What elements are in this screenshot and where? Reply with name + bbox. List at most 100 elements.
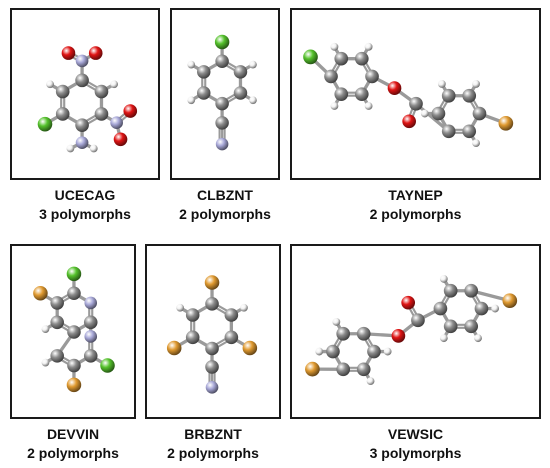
chlorine-atom	[303, 49, 318, 65]
carbon-atom	[336, 326, 351, 341]
hydrogen-atom	[240, 303, 248, 312]
hydrogen-atom	[420, 109, 429, 118]
molecule-taynep	[303, 42, 514, 148]
molecule-clbznt	[187, 34, 257, 151]
carbon-atom	[75, 73, 89, 88]
carbon-atom	[431, 106, 446, 121]
carbon-atom	[224, 308, 239, 322]
bromine-atom	[502, 293, 518, 309]
carbon-atom	[334, 87, 349, 102]
carbon-atom	[367, 344, 381, 359]
carbon-atom	[94, 107, 109, 121]
hydrogen-atom	[491, 304, 500, 313]
carbon-atom	[326, 344, 340, 359]
hydrogen-atom	[474, 334, 482, 343]
bromine-atom	[305, 361, 320, 377]
carbon-atom	[224, 330, 239, 345]
polymorph-count: 3 polymorphs	[39, 206, 131, 222]
caption-devvin: DEVVIN 2 polymorphs	[5, 425, 141, 463]
hydrogen-atom	[330, 42, 339, 51]
carbon-atom	[197, 86, 211, 100]
carbon-atom	[474, 301, 489, 316]
hydrogen-atom	[46, 80, 54, 89]
hydrogen-atom	[41, 358, 50, 367]
hydrogen-atom	[472, 139, 480, 148]
carbon-atom	[334, 51, 349, 66]
hydrogen-atom	[439, 275, 448, 283]
hydrogen-atom	[364, 42, 373, 51]
code-label: DEVVIN	[46, 426, 100, 442]
molecule-brbznt	[166, 275, 258, 394]
hydrogen-atom	[472, 80, 480, 88]
hydrogen-atom	[332, 318, 341, 326]
hydrogen-atom	[439, 334, 448, 343]
nitrogen-atom	[84, 330, 98, 343]
carbon-atom	[55, 84, 70, 99]
bromine-atom	[204, 275, 220, 290]
carbon-atom	[464, 283, 479, 298]
polymorph-count: 2 polymorphs	[179, 206, 271, 222]
bromine-atom	[33, 285, 48, 301]
panel-vewsic	[290, 244, 541, 419]
carbon-atom	[205, 297, 219, 311]
code-label: TAYNEP	[388, 187, 443, 203]
bond	[414, 102, 451, 133]
oxygen-atom	[88, 46, 103, 60]
bromine-atom	[166, 340, 182, 356]
carbon-atom	[356, 326, 371, 341]
caption-ucecag: UCECAG 3 polymorphs	[10, 186, 160, 224]
carbon-atom	[462, 88, 477, 103]
carbon-atom	[50, 315, 64, 330]
chlorine-atom	[37, 116, 53, 132]
oxygen-atom	[401, 295, 416, 310]
hydrogen-atom	[187, 96, 196, 105]
hydrogen-atom	[437, 80, 446, 88]
chlorine-atom	[214, 34, 230, 50]
caption-clbznt: CLBZNT 2 polymorphs	[165, 186, 285, 224]
caption-vewsic: VEWSIC 3 polymorphs	[290, 425, 541, 463]
code-label: VEWSIC	[387, 426, 444, 442]
carbon-atom	[464, 319, 479, 334]
carbon-atom	[215, 116, 229, 130]
carbon-atom	[462, 124, 477, 139]
carbon-atom	[67, 286, 81, 301]
chlorine-atom	[100, 358, 115, 373]
carbon-atom	[185, 330, 200, 345]
carbon-atom	[324, 69, 338, 84]
oxygen-atom	[113, 132, 128, 147]
carbon-atom	[215, 54, 229, 68]
hydrogen-atom	[66, 144, 75, 153]
hydrogen-atom	[187, 60, 196, 69]
polymorph-count: 2 polymorphs	[167, 445, 259, 461]
carbon-atom	[67, 358, 81, 373]
polymorph-count: 2 polymorphs	[27, 445, 119, 461]
hydrogen-atom	[383, 347, 392, 356]
carbon-atom	[443, 319, 458, 334]
carbon-atom	[411, 313, 425, 328]
carbon-atom	[55, 107, 70, 121]
carbon-atom	[365, 69, 379, 84]
carbon-atom	[443, 283, 458, 298]
carbon-atom	[205, 341, 219, 356]
polymorph-count: 2 polymorphs	[369, 206, 462, 222]
hydrogen-atom	[89, 144, 98, 153]
carbon-atom	[336, 362, 351, 377]
oxygen-atom	[402, 114, 416, 129]
carbon-atom	[75, 118, 89, 132]
oxygen-atom	[387, 81, 402, 95]
carbon-atom	[205, 360, 219, 374]
carbon-atom	[83, 315, 98, 330]
hydrogen-atom	[366, 377, 375, 386]
carbon-atom	[50, 296, 64, 310]
code-label: UCECAG	[54, 187, 116, 203]
chlorine-atom	[66, 266, 82, 282]
panel-ucecag	[10, 8, 160, 180]
panel-taynep	[290, 8, 541, 180]
carbon-atom	[233, 65, 248, 79]
oxygen-atom	[391, 329, 406, 343]
carbon-atom	[356, 362, 371, 377]
oxygen-atom	[123, 104, 138, 118]
panel-brbznt	[145, 244, 281, 419]
carbon-atom	[185, 308, 200, 322]
carbon-atom	[441, 88, 456, 103]
